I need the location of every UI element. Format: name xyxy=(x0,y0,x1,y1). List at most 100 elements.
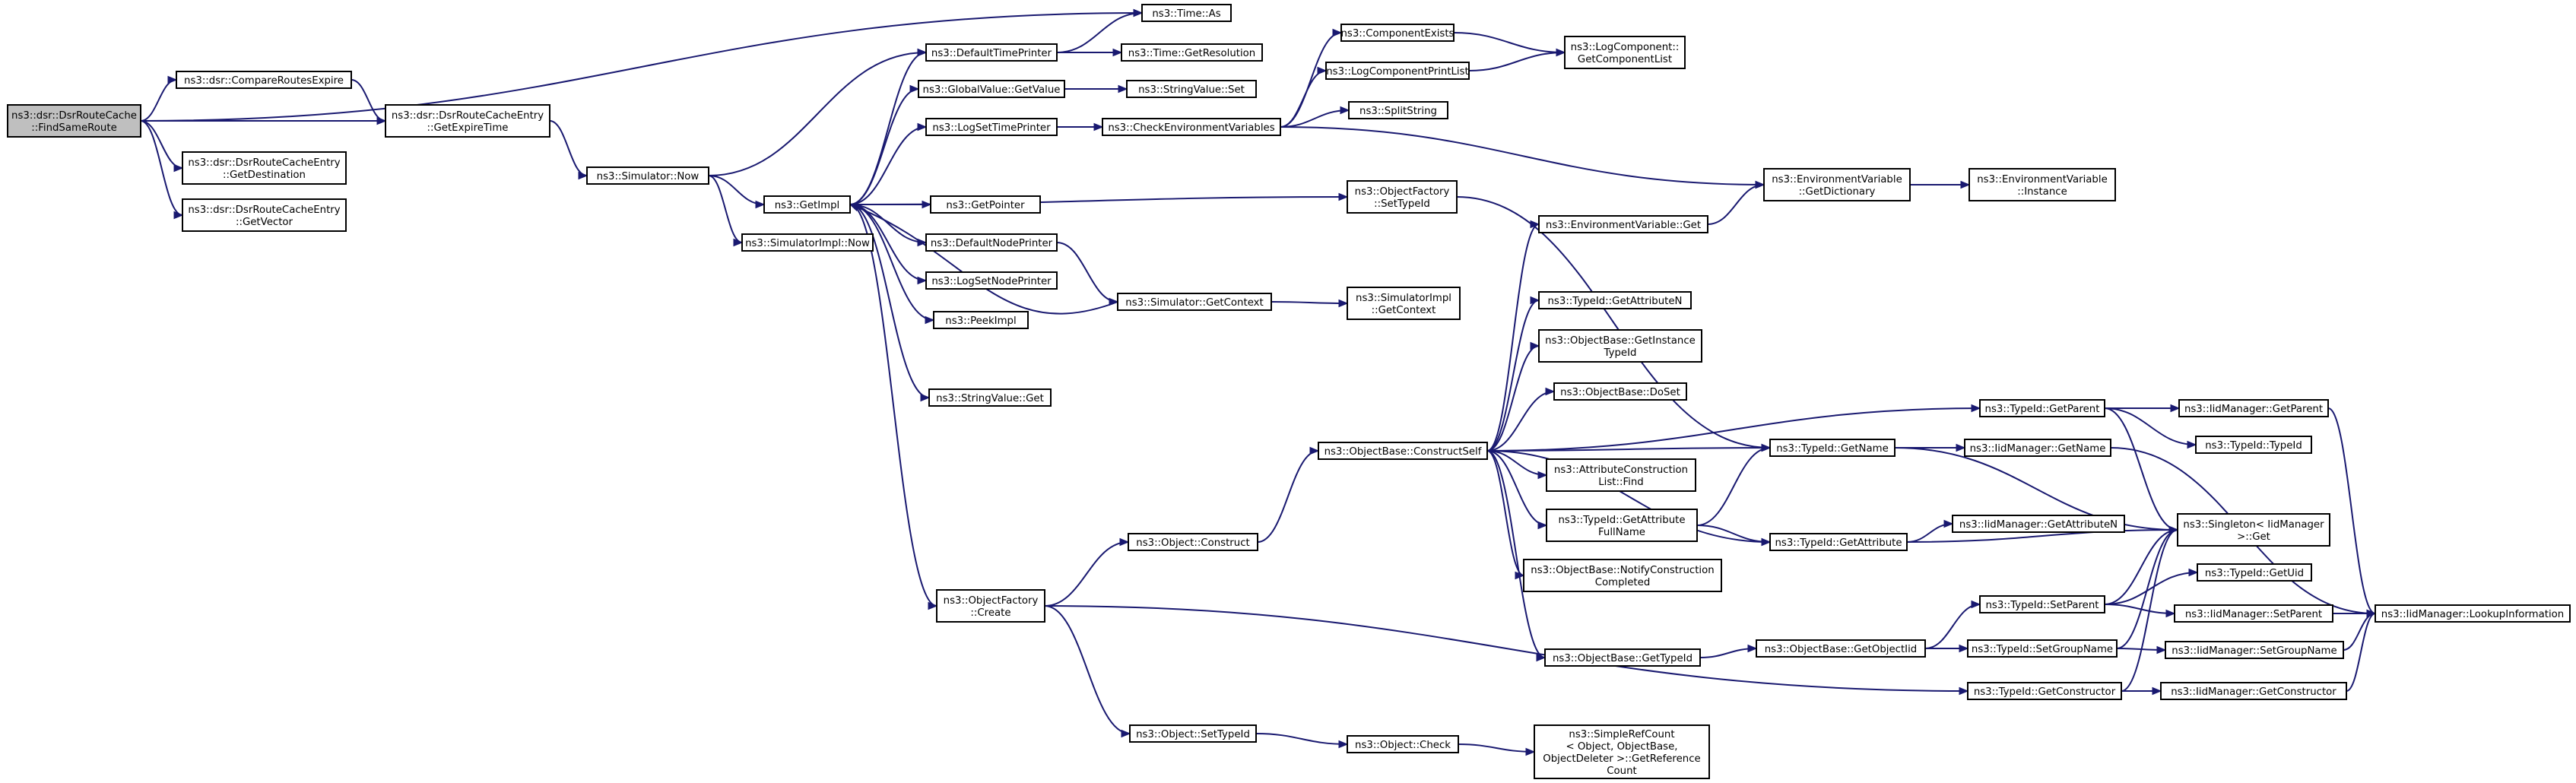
node-label: ns3::ObjectBase::NotifyConstruction xyxy=(1531,565,1714,576)
arrowhead xyxy=(1761,537,1772,547)
node-of-create[interactable]: ns3::ObjectFactory::Create xyxy=(936,589,1045,623)
node-ob-notify[interactable]: ns3::ObjectBase::NotifyConstructionCompl… xyxy=(1523,559,1722,592)
node-box xyxy=(1534,724,1710,779)
node-of-set-type-id[interactable]: ns3::ObjectFactory::SetTypeId xyxy=(1347,180,1458,214)
node-box xyxy=(1553,382,1687,401)
node-box xyxy=(2174,604,2333,623)
arrowhead xyxy=(1537,521,1548,530)
node-log-set-node-printer[interactable]: ns3::LogSetNodePrinter xyxy=(925,271,1058,290)
node-label: Count xyxy=(1607,766,1637,777)
node-sv-set[interactable]: ns3::StringValue::Set xyxy=(1126,80,1257,98)
node-env-get[interactable]: ns3::EnvironmentVariable::Get xyxy=(1538,215,1708,233)
node-sim-get-context[interactable]: ns3::Simulator::GetContext xyxy=(1117,293,1272,311)
call-edge xyxy=(1486,450,1771,543)
node-label: ns3::TypeId::GetConstructor xyxy=(1974,686,2116,698)
node-tid-set-group-name[interactable]: ns3::TypeId::SetGroupName xyxy=(1967,639,2118,658)
node-box xyxy=(586,166,709,185)
arrowhead xyxy=(925,315,935,325)
node-get-vector[interactable]: ns3::dsr::DsrRouteCacheEntry::GetVector xyxy=(182,198,347,232)
node-log-set-time-printer[interactable]: ns3::LogSetTimePrinter xyxy=(925,118,1058,136)
call-edge xyxy=(1056,242,1118,303)
call-edge xyxy=(1271,301,1348,304)
node-sim-impl-get-context[interactable]: ns3::SimulatorImpl::GetContext xyxy=(1347,287,1461,320)
node-label: ns3::ObjectFactory xyxy=(1355,186,1450,198)
node-tid-get-attr-n[interactable]: ns3::TypeId::GetAttributeN xyxy=(1538,291,1692,309)
node-iid-get-parent[interactable]: ns3::IidManager::GetParent xyxy=(2178,399,2329,417)
arrowhead xyxy=(849,204,860,211)
node-iid-get-name[interactable]: ns3::IidManager::GetName xyxy=(1964,439,2111,457)
node-label: ns3::LogComponent:: xyxy=(1571,42,1680,53)
node-get-impl[interactable]: ns3::GetImpl xyxy=(763,195,851,214)
node-env-instance[interactable]: ns3::EnvironmentVariable::Instance xyxy=(1968,168,2116,201)
node-box xyxy=(925,43,1058,62)
node-get-pointer[interactable]: ns3::GetPointer xyxy=(930,195,1041,214)
node-log-comp-print-list[interactable]: ns3::LogComponentPrintList xyxy=(1325,62,1470,80)
call-edge xyxy=(1044,541,1129,607)
node-label: ns3::DefaultTimePrinter xyxy=(931,48,1052,59)
node-iid-set-parent[interactable]: ns3::IidManager::SetParent xyxy=(2174,604,2333,623)
arrowhead xyxy=(1525,747,1536,756)
node-singleton-get[interactable]: ns3::Singleton< IidManager>::Get xyxy=(2177,513,2330,547)
node-ob-do-set[interactable]: ns3::ObjectBase::DoSet xyxy=(1553,382,1687,401)
node-tid-set-parent[interactable]: ns3::TypeId::SetParent xyxy=(1979,595,2105,613)
node-label: ns3::TypeId::GetUid xyxy=(2205,568,2304,579)
arrowhead xyxy=(2152,686,2162,696)
node-iid-set-group-name[interactable]: ns3::IidManager::SetGroupName xyxy=(2165,641,2344,659)
node-obj-check[interactable]: ns3::Object::Check xyxy=(1347,735,1459,753)
arrowhead xyxy=(922,200,932,209)
node-def-time-printer[interactable]: ns3::DefaultTimePrinter xyxy=(925,43,1058,62)
call-edge xyxy=(849,52,927,205)
node-split-string[interactable]: ns3::SplitString xyxy=(1348,101,1448,119)
node-ob-get-type-id[interactable]: ns3::ObjectBase::GetTypeId xyxy=(1544,648,1701,667)
node-def-node-printer[interactable]: ns3::DefaultNodePrinter xyxy=(925,233,1058,252)
node-root[interactable]: ns3::dsr::DsrRouteCache::FindSameRoute xyxy=(7,104,141,138)
node-label: ns3::GetImpl xyxy=(775,200,839,211)
node-obj-construct[interactable]: ns3::Object::Construct xyxy=(1128,533,1258,551)
arrowhead xyxy=(1133,8,1144,17)
node-cmp-expire[interactable]: ns3::dsr::CompareRoutesExpire xyxy=(176,71,352,89)
node-label: Completed xyxy=(1595,577,1651,588)
node-iid-get-constructor[interactable]: ns3::IidManager::GetConstructor xyxy=(2160,682,2347,700)
node-box xyxy=(1546,509,1698,542)
node-iid-get-attr-n[interactable]: ns3::IidManager::GetAttributeN xyxy=(1952,515,2125,533)
node-ob-get-object-iid[interactable]: ns3::ObjectBase::GetObjectIid xyxy=(1756,639,1926,658)
node-tid-get-constructor[interactable]: ns3::TypeId::GetConstructor xyxy=(1967,682,2122,700)
call-edge xyxy=(1257,450,1319,543)
node-label: ns3::CheckEnvironmentVariables xyxy=(1108,122,1274,134)
arrowhead xyxy=(1971,404,1981,413)
node-sim-now[interactable]: ns3::Simulator::Now xyxy=(586,166,709,185)
node-label: ns3::SimulatorImpl xyxy=(1356,293,1451,304)
node-get-dest[interactable]: ns3::dsr::DsrRouteCacheEntry::GetDestina… xyxy=(182,151,347,185)
node-obj-set-type-id[interactable]: ns3::Object::SetTypeId xyxy=(1129,724,1257,743)
node-ref-count[interactable]: ns3::SimpleRefCount< Object, ObjectBase,… xyxy=(1534,724,1710,779)
node-tid-get-uid[interactable]: ns3::TypeId::GetUid xyxy=(2197,563,2312,582)
node-comp-exists[interactable]: ns3::ComponentExists xyxy=(1340,24,1455,42)
node-env-get-dict[interactable]: ns3::EnvironmentVariable::GetDictionary xyxy=(1763,168,1911,201)
arrowhead xyxy=(1112,48,1123,57)
node-peek-impl[interactable]: ns3::PeekImpl xyxy=(933,311,1029,329)
call-edge xyxy=(2104,529,2178,605)
node-tid-get-parent[interactable]: ns3::TypeId::GetParent xyxy=(1979,399,2105,417)
node-tid-get-attribute[interactable]: ns3::TypeId::GetAttribute xyxy=(1769,533,1908,551)
node-get-expire[interactable]: ns3::dsr::DsrRouteCacheEntry::GetExpireT… xyxy=(385,104,550,138)
node-get-resolution[interactable]: ns3::Time::GetResolution xyxy=(1121,43,1263,62)
node-box xyxy=(176,71,352,89)
arrowhead xyxy=(1118,84,1128,94)
node-iid-lookup[interactable]: ns3::IidManager::LookupInformation xyxy=(2375,604,2571,623)
arrowhead xyxy=(928,601,938,610)
arrowhead xyxy=(920,393,931,402)
call-edge xyxy=(1486,450,1547,526)
node-sv-get[interactable]: ns3::StringValue::Get xyxy=(928,388,1052,407)
node-time-as[interactable]: ns3::Time::As xyxy=(1141,4,1232,22)
node-gv-get-value[interactable]: ns3::GlobalValue::GetValue xyxy=(918,80,1065,98)
node-sim-impl-now[interactable]: ns3::SimulatorImpl::Now xyxy=(741,233,874,252)
node-check-env[interactable]: ns3::CheckEnvironmentVariables xyxy=(1102,118,1281,136)
node-get-comp-list[interactable]: ns3::LogComponent::GetComponentList xyxy=(1564,36,1686,69)
node-label: ns3::SplitString xyxy=(1359,106,1437,117)
node-tid-type-id[interactable]: ns3::TypeId::TypeId xyxy=(2195,436,2312,454)
node-ob-construct-self[interactable]: ns3::ObjectBase::ConstructSelf xyxy=(1318,442,1488,460)
node-tid-get-name[interactable]: ns3::TypeId::GetName xyxy=(1769,439,1896,457)
